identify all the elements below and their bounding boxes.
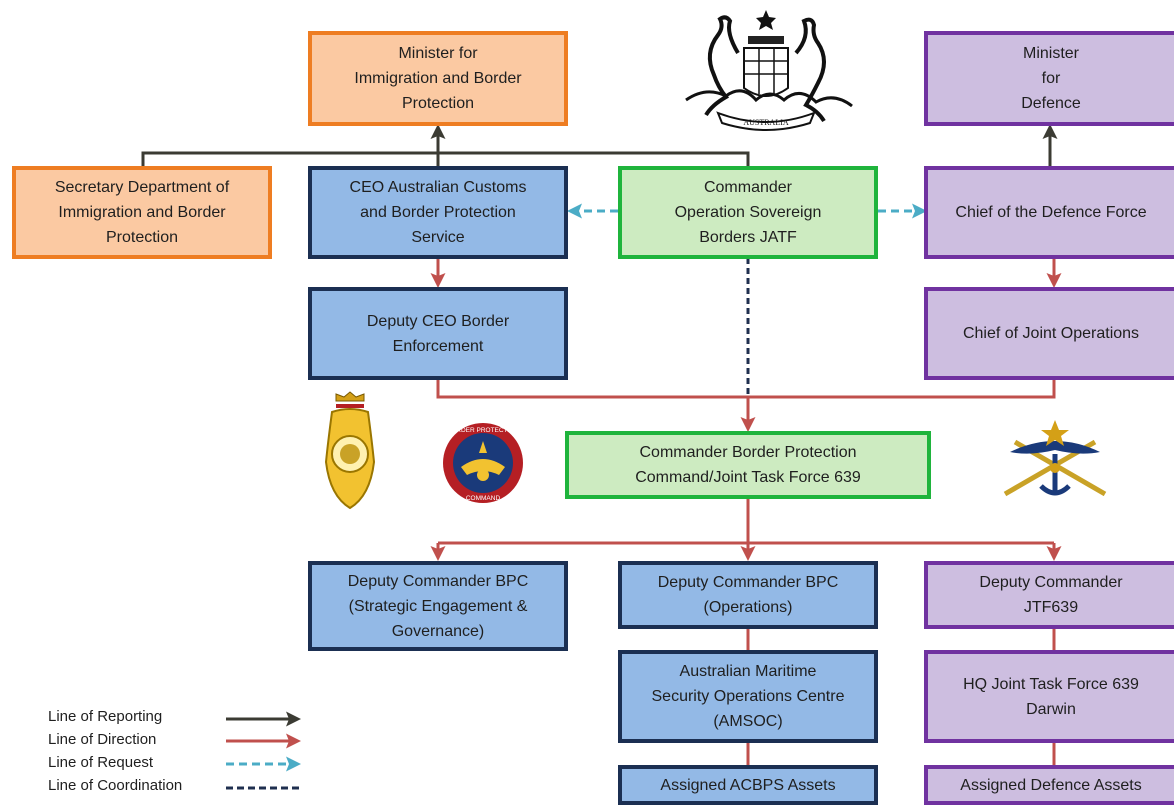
node-minister-defence: Minister for Defence xyxy=(924,31,1174,126)
legend-lines xyxy=(226,711,302,790)
coat-of-arms-scroll-text: AUSTRALIA xyxy=(743,118,789,127)
node-acbps-assets: Assigned ACBPS Assets xyxy=(618,765,878,805)
reporting-line-secretary xyxy=(141,151,438,168)
node-deputy-commander-operations: Deputy Commander BPC (Operations) xyxy=(618,561,878,629)
node-commander-bpc: Commander Border Protection Command/Join… xyxy=(565,431,931,499)
bpc-roundel-text-bottom: COMMAND xyxy=(466,495,501,502)
border-protection-command-roundel-icon: BORDER PROTECTION COMMAND xyxy=(443,423,523,503)
node-defence-assets: Assigned Defence Assets xyxy=(924,765,1174,805)
direction-lines xyxy=(430,258,1062,765)
node-chief-defence-force: Chief of the Defence Force xyxy=(924,166,1174,259)
node-deputy-commander-strategic: Deputy Commander BPC (Strategic Engageme… xyxy=(308,561,568,651)
legend-label-reporting: Line of Reporting xyxy=(48,708,163,725)
reporting-lines xyxy=(141,124,1058,168)
australian-coat-of-arms-icon: AUSTRALIA xyxy=(685,10,853,131)
legend-label-coordination: Line of Coordination xyxy=(48,777,183,794)
node-commander-osb: Commander Operation Sovereign Borders JA… xyxy=(618,166,878,259)
node-chief-joint-operations: Chief of Joint Operations xyxy=(924,287,1174,380)
customs-badge-icon xyxy=(324,391,376,510)
node-deputy-ceo: Deputy CEO Border Enforcement xyxy=(308,287,568,380)
node-amsoc: Australian Maritime Security Operations … xyxy=(618,650,878,743)
legend-label-request: Line of Request xyxy=(48,754,154,771)
node-ceo-customs: CEO Australian Customs and Border Protec… xyxy=(308,166,568,259)
bpc-roundel-text-top: BORDER PROTECTION xyxy=(447,427,520,434)
node-minister-immigration: Minister for Immigration and Border Prot… xyxy=(308,31,568,126)
reporting-line-osb xyxy=(438,151,750,168)
direction-line-merge xyxy=(436,378,1056,399)
node-hq-jtf: HQ Joint Task Force 639 Darwin xyxy=(924,650,1174,743)
adf-tri-service-badge-icon xyxy=(1003,420,1107,497)
node-secretary: Secretary Department of Immigration and … xyxy=(12,166,272,259)
legend-label-direction: Line of Direction xyxy=(48,731,157,748)
node-deputy-commander-jtf: Deputy Commander JTF639 xyxy=(924,561,1174,629)
